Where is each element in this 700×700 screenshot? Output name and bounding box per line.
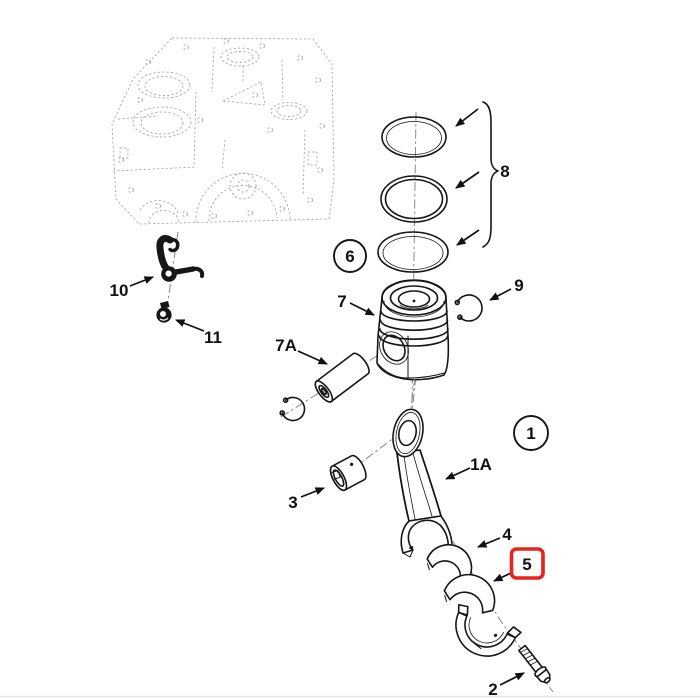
arrow-to-cooling-nozzle bbox=[129, 276, 154, 287]
callout-5-label[interactable]: 5 bbox=[522, 555, 531, 574]
callout-8-label[interactable]: 8 bbox=[500, 162, 509, 181]
arrow-to-middle-ring bbox=[455, 171, 480, 189]
arrow-to-lower-shell bbox=[493, 572, 512, 582]
rod-bearing-cap bbox=[455, 603, 522, 657]
engine-block-sketch bbox=[111, 37, 335, 225]
callout-1a-label[interactable]: 1A bbox=[470, 455, 492, 474]
piston-pin bbox=[314, 352, 370, 403]
arrow-to-piston-pin bbox=[297, 350, 328, 365]
block-bolt-holes bbox=[118, 38, 325, 219]
callout-6[interactable]: 6 bbox=[333, 239, 367, 273]
arrow-to-top-ring bbox=[455, 108, 479, 127]
piston-skirt-centerline bbox=[410, 376, 416, 409]
callout-5[interactable]: 5 bbox=[493, 547, 545, 582]
cap-bolt bbox=[518, 644, 551, 684]
nozzle-bolt bbox=[156, 301, 172, 323]
callout-4-label[interactable]: 4 bbox=[502, 525, 512, 544]
callout-3-label[interactable]: 3 bbox=[288, 493, 297, 512]
callout-1-circle bbox=[513, 415, 549, 451]
callout-11-label[interactable]: 11 bbox=[204, 328, 222, 347]
callout-6-circle bbox=[333, 239, 367, 273]
arrow-to-piston bbox=[349, 302, 375, 316]
callout-7-label[interactable]: 7 bbox=[337, 292, 346, 311]
small-end-bushing bbox=[329, 454, 367, 492]
arrow-to-oil-ring bbox=[456, 229, 480, 246]
arrow-to-upper-shell bbox=[477, 537, 501, 548]
highlight-box-part-5[interactable] bbox=[509, 547, 545, 580]
callouts: 8 9 7 7A 6 1 1A 3 4 5 bbox=[110, 101, 549, 699]
pin-retainer-clip bbox=[279, 396, 306, 422]
piston-ring-oil bbox=[377, 231, 449, 273]
piston bbox=[376, 279, 450, 381]
connecting-rod bbox=[392, 408, 453, 558]
callout-6-label[interactable]: 6 bbox=[345, 247, 354, 266]
piston-ring-middle bbox=[380, 175, 448, 223]
arrow-to-snap-ring bbox=[489, 288, 512, 301]
arrow-to-cap-bolt bbox=[499, 672, 525, 686]
callout-10-label[interactable]: 10 bbox=[110, 281, 129, 300]
arrow-to-nozzle-bolt bbox=[175, 319, 205, 332]
callout-1[interactable]: 1 bbox=[513, 415, 549, 451]
callout-9-label[interactable]: 9 bbox=[514, 276, 523, 295]
arrow-to-bushing bbox=[300, 487, 325, 498]
arrow-to-connecting-rod bbox=[445, 467, 471, 480]
upper-bearing-shell bbox=[426, 543, 473, 580]
piston-axis-centerline bbox=[411, 111, 417, 404]
piston-ring-top bbox=[381, 116, 447, 158]
bracket-item-8 bbox=[482, 101, 499, 248]
cooling-nozzle bbox=[156, 234, 205, 282]
callout-7a-label[interactable]: 7A bbox=[275, 336, 297, 355]
snap-ring bbox=[454, 294, 483, 322]
callout-1-label[interactable]: 1 bbox=[526, 424, 535, 443]
callout-2-label[interactable]: 2 bbox=[488, 680, 497, 699]
lower-bearing-shell bbox=[443, 573, 496, 614]
